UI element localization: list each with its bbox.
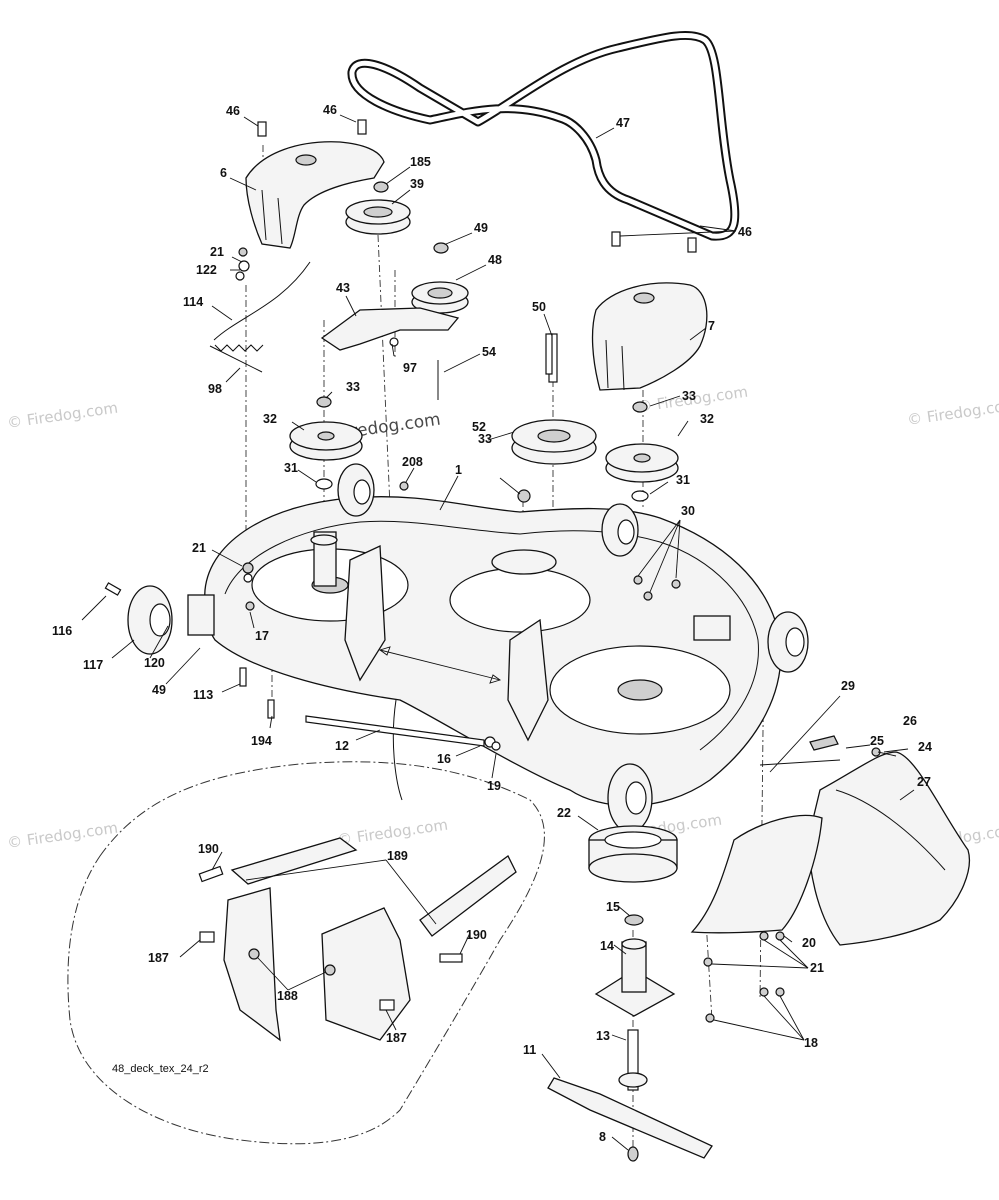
callout-21: 21: [192, 541, 206, 555]
callout-15: 15: [606, 900, 620, 914]
watermark-left-lower: © Firedog.com: [6, 819, 119, 852]
callout-48: 48: [488, 253, 502, 267]
discharge-chute: [759, 735, 970, 946]
callout-27: 27: [917, 775, 931, 789]
pulley-32-right: [605, 401, 679, 502]
belt-cover-right: [591, 231, 708, 391]
callout-12: 12: [335, 739, 349, 753]
callout-187: 187: [148, 951, 169, 965]
drive-belt: [347, 30, 740, 241]
callout-194: 194: [251, 734, 272, 748]
callout-46: 46: [226, 104, 240, 118]
idler-pulley-48: [411, 242, 469, 314]
callout-49: 49: [474, 221, 488, 235]
inset-hanger-detail: [67, 761, 545, 1145]
callout-122: 122: [196, 263, 217, 277]
callout-33: 33: [682, 389, 696, 403]
idler-pulley-39: [345, 181, 411, 235]
callout-21: 21: [210, 245, 224, 259]
callout-46: 46: [738, 225, 752, 239]
callout-26: 26: [903, 714, 917, 728]
callout-52: 52: [472, 420, 486, 434]
gauge-wheel-right: [693, 611, 809, 673]
callout-208: 208: [402, 455, 423, 469]
watermark-far-right: © Firedog.com: [906, 396, 999, 429]
callout-14: 14: [600, 939, 614, 953]
belt-cover-left: [245, 119, 385, 249]
callout-24: 24: [918, 740, 932, 754]
callout-18: 18: [804, 1036, 818, 1050]
callout-32: 32: [700, 412, 714, 426]
watermark-left: © Firedog.com: [6, 399, 119, 432]
callout-labels: 46 46 185 6 39 47 49 48 21 122 114 43 98…: [52, 103, 932, 1144]
callout-19: 19: [487, 779, 501, 793]
tension-spring-98: [209, 261, 311, 373]
callout-54: 54: [482, 345, 496, 359]
callout-187: 187: [386, 1031, 407, 1045]
callout-98: 98: [208, 382, 222, 396]
callout-31: 31: [284, 461, 298, 475]
callout-11: 11: [523, 1043, 536, 1057]
callout-6: 6: [220, 166, 227, 180]
callout-188: 188: [277, 989, 298, 1003]
callout-31: 31: [676, 473, 690, 487]
callout-33: 33: [478, 432, 492, 446]
callout-13: 13: [596, 1029, 610, 1043]
pulley-32-left: [289, 396, 363, 490]
gauge-wheel-top-left: [337, 463, 375, 517]
callout-190: 190: [466, 928, 487, 942]
callout-17: 17: [255, 629, 269, 643]
callout-30: 30: [681, 504, 695, 518]
callout-20: 20: [802, 936, 816, 950]
callout-117: 117: [83, 658, 103, 672]
diagram-code: 48_deck_tex_24_r2: [112, 1063, 209, 1075]
callout-16: 16: [437, 752, 451, 766]
gauge-wheel-front: [607, 763, 653, 833]
callout-43: 43: [336, 281, 350, 295]
watermark-center: © Firedog.com: [336, 816, 449, 849]
callout-7: 7: [708, 319, 715, 333]
gauge-wheel-top-right: [601, 503, 639, 557]
callout-22: 22: [557, 806, 571, 820]
chute-deflector: [690, 814, 823, 934]
mower-deck: [204, 496, 782, 807]
callout-114: 114: [183, 295, 203, 309]
callout-33: 33: [346, 380, 360, 394]
callout-50: 50: [532, 300, 546, 314]
callout-189: 189: [387, 849, 408, 863]
callout-46: 46: [323, 103, 337, 117]
idler-pulley-52: [511, 333, 597, 465]
callout-32: 32: [263, 412, 277, 426]
callout-185: 185: [410, 155, 431, 169]
callout-29: 29: [841, 679, 855, 693]
callout-8: 8: [599, 1130, 606, 1144]
callout-25: 25: [870, 734, 884, 748]
callout-113: 113: [193, 688, 213, 702]
callout-190: 190: [198, 842, 219, 856]
callout-1: 1: [455, 463, 462, 477]
callout-21: 21: [810, 961, 824, 975]
callout-leaders: [81, 114, 915, 1151]
callout-116: 116: [52, 624, 72, 638]
callout-49: 49: [152, 683, 166, 697]
idler-bracket-43: [320, 307, 460, 400]
callout-97: 97: [403, 361, 417, 375]
spindle-assembly: [547, 825, 713, 1162]
callout-120: 120: [144, 656, 165, 670]
hardware-bolts: [104, 247, 881, 1023]
callout-47: 47: [616, 116, 630, 130]
callout-39: 39: [410, 177, 424, 191]
gauge-wheel-left: [127, 585, 215, 655]
